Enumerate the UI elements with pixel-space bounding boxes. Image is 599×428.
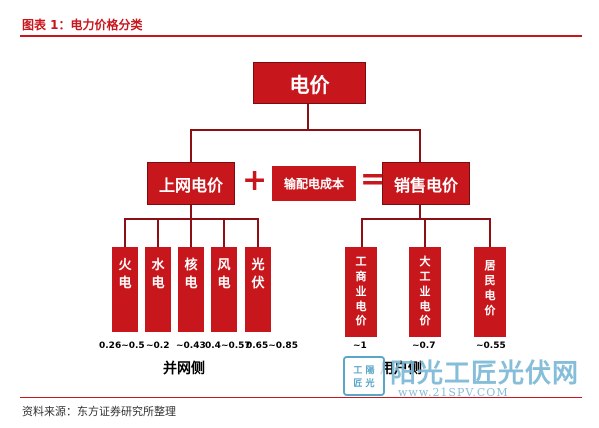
leaf-thermal-power: 火电	[112, 247, 138, 332]
user-side-label: 用户侧	[380, 361, 422, 377]
leaf-hydro-power: 水电	[145, 247, 171, 332]
leaf-residential-price: 居民电价	[474, 247, 506, 337]
node-on-grid-price: 上网电价	[147, 162, 235, 205]
value-photovoltaic: 0.65~0.85	[246, 341, 298, 351]
bottom-rule	[20, 397, 582, 398]
connector	[223, 218, 225, 248]
node-retail-price: 销售电价	[382, 162, 470, 205]
leaf-photovoltaic: 光伏	[245, 247, 271, 332]
leaf-large-industry-price: 大工业电价	[409, 247, 441, 337]
value-wind: 0.4~0.57	[205, 341, 251, 351]
value-hydro: ~0.2	[146, 341, 170, 351]
connector	[424, 218, 426, 248]
connector	[124, 218, 126, 248]
connector	[361, 218, 363, 248]
connector	[489, 218, 491, 248]
connector	[419, 129, 421, 163]
value-commercial: ~1	[353, 341, 367, 351]
grid-side-label: 并网侧	[163, 361, 205, 377]
watermark-stamp-logo: 工 陽 匠 光	[343, 356, 385, 396]
root-node-electricity-price: 电价	[253, 62, 366, 104]
value-nuclear: ~0.43	[176, 341, 206, 351]
top-rule	[20, 35, 582, 37]
connector	[190, 218, 192, 248]
value-large-industry: ~0.7	[412, 341, 436, 351]
source-note: 资料来源：东方证券研究所整理	[22, 405, 176, 418]
connector	[190, 129, 420, 131]
plus-operator: +	[242, 163, 268, 198]
equals-operator: =	[360, 162, 386, 197]
connector	[190, 205, 192, 219]
leaf-nuclear-power: 核电	[178, 247, 204, 332]
leaf-wind-power: 风电	[211, 247, 237, 332]
value-thermal: 0.26~0.5	[99, 341, 145, 351]
watermark-url: www.21SPV.COM	[398, 386, 509, 399]
watermark-stamp-line: 匠 光	[353, 379, 375, 389]
connector	[190, 129, 192, 163]
node-transmission-cost: 输配电成本	[272, 166, 356, 201]
leaf-commercial-price: 工商业电价	[345, 247, 377, 337]
connector	[307, 104, 309, 130]
watermark-stamp-line: 工 陽	[353, 366, 375, 376]
value-residential: ~0.55	[476, 341, 506, 351]
watermark-brand: 阳光工匠光伏网	[390, 359, 580, 389]
connector	[361, 218, 491, 220]
connector	[419, 205, 421, 219]
figure-title: 图表 1：电力价格分类	[22, 18, 143, 32]
connector	[257, 218, 259, 248]
connector	[157, 218, 159, 248]
